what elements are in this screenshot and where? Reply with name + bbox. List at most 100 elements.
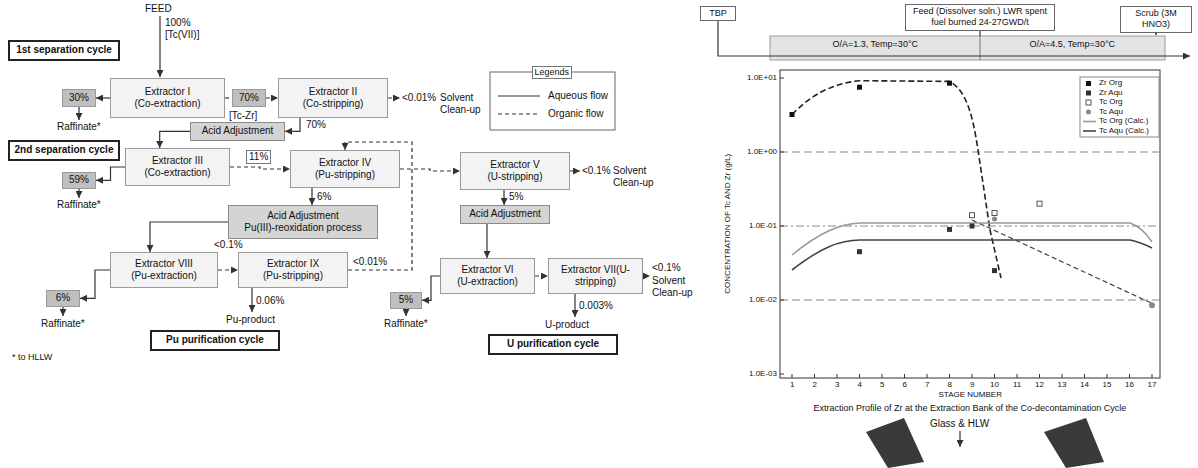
box-text: Extractor III — [152, 155, 203, 168]
extractor-box: Extractor VII(U-stripping) — [548, 258, 643, 294]
stream-label: Pu-product — [226, 314, 275, 326]
legend-text: Tc Aqu (Calc.) — [1099, 127, 1149, 136]
axis-title: CONCENTRATION OF Tc AND Zr (g/L) — [723, 154, 733, 294]
extractor-box: Extractor II(Co-stripping) — [278, 78, 388, 118]
zr-curve — [972, 220, 1152, 303]
solvent-line — [570, 170, 580, 171]
box-text: (Co-extraction) — [134, 98, 200, 111]
axis-tick: 1.0E-02 — [749, 295, 777, 305]
organic-flow-line — [225, 97, 232, 98]
aqueous-flow-line — [311, 188, 312, 205]
solvent-line — [388, 97, 400, 98]
percent-box: 59% — [62, 172, 96, 189]
solvent-line — [643, 275, 650, 276]
axis-tick: 13 — [1058, 380, 1067, 390]
legend-text: Aqueous flow — [548, 90, 608, 102]
feed-line — [159, 16, 160, 77]
stream-lines — [63, 16, 650, 317]
legend-text: Organic flow — [548, 108, 604, 120]
legend-text: Zr Org — [1099, 79, 1122, 88]
box-text: Acid Adjustment — [267, 210, 339, 223]
stream-label: U-product — [545, 319, 589, 331]
data-point — [992, 211, 997, 216]
box-text: Extractor VI — [461, 264, 513, 277]
axis-tick: 3 — [835, 380, 839, 390]
raffinate-line — [405, 308, 406, 316]
data-point — [947, 227, 952, 232]
footnote: * to HLLW — [12, 352, 52, 363]
extractor-box: Extractor I(Co-extraction) — [110, 78, 225, 118]
box-text: Scrub (3M HNO3) — [1124, 8, 1188, 31]
axis-ticks — [792, 374, 1152, 378]
extractor-box: Extractor VIII(Pu-extraction) — [110, 252, 218, 288]
feed-label: FEED — [145, 3, 172, 15]
box-text: Extractor V — [490, 159, 539, 172]
cycle-title-box: 1st separation cycle — [8, 40, 120, 61]
legend-sample — [1086, 100, 1091, 105]
box-text: 70% — [239, 92, 259, 105]
axis-tick: 1.0E-03 — [749, 369, 777, 379]
stream-label: Solvent Clean-up — [613, 165, 657, 189]
box-text: (Pu-stripping) — [315, 169, 375, 182]
axis-ticks — [780, 78, 784, 374]
flow-percent: <0.1% — [652, 262, 681, 274]
axis-tick: 7 — [925, 380, 929, 390]
glass-photo — [866, 418, 924, 468]
axis-tick: 2 — [813, 380, 817, 390]
species-label: [Tc-Zr] — [229, 110, 257, 122]
cycle-title-box: Pu purification cycle — [150, 330, 280, 351]
chart-frame — [780, 70, 1160, 378]
axis-tick: 1.0E-01 — [749, 221, 777, 231]
tc-aqu-points — [992, 217, 1155, 309]
box-text: 59% — [69, 174, 89, 187]
stream-label: Raffinate* — [41, 318, 85, 330]
legend-sample — [1086, 81, 1091, 86]
extractor-box: Extractor IX(Pu-stripping) — [238, 252, 348, 288]
grid-line — [780, 300, 1160, 301]
axis-tick: 15 — [1103, 380, 1112, 390]
flow-percent: <0.01% — [352, 256, 388, 268]
flow-percent: 100% — [165, 17, 191, 29]
tc-org-points — [970, 201, 1043, 218]
flow-percent: <0.1% — [582, 165, 611, 177]
organic-flow-line — [535, 275, 548, 276]
data-point — [1037, 201, 1042, 206]
box-text: Acid Adjustment — [202, 125, 274, 138]
axis-tick: 16 — [1125, 380, 1134, 390]
legend-box — [490, 72, 615, 130]
stream-box: Scrub (3M HNO3) — [1120, 6, 1192, 33]
data-point — [970, 213, 975, 218]
condition-label: O/A=1.3, Temp=30°C — [833, 39, 918, 50]
flow-percent: <0.01% — [402, 92, 436, 104]
box-text: Extractor I — [145, 86, 191, 99]
legend-sample — [1086, 110, 1091, 115]
legend-sample — [498, 113, 540, 114]
legend-sample — [498, 95, 540, 96]
extractor-box: Extractor VI(U-extraction) — [440, 258, 535, 294]
axis-tick: 1 — [790, 380, 794, 390]
flow-percent: 70% — [305, 119, 327, 131]
box-text: TBP — [709, 8, 727, 19]
stream-box: Feed (Dissolver soln.) LWR spent fuel bu… — [905, 4, 1055, 31]
stream-label: Solvent Clean-up — [652, 275, 696, 299]
axis-tick: 4 — [858, 380, 862, 390]
axis-tick: 10 — [990, 380, 999, 390]
stream-label: Raffinate* — [57, 121, 101, 133]
percent-box: 5% — [390, 292, 422, 309]
chart-legend-box — [1080, 77, 1159, 137]
legend-text: Tc Aqu — [1099, 108, 1123, 117]
percent-box: 70% — [232, 89, 266, 107]
organic-flow-line — [230, 167, 290, 169]
organic-flow-line — [218, 269, 238, 270]
box-text: Feed (Dissolver soln.) LWR spent fuel bu… — [909, 6, 1051, 29]
zr-curve — [792, 81, 1001, 278]
axis-tick: 12 — [1035, 380, 1044, 390]
box-text: Extractor IV — [319, 157, 371, 170]
stream-label: Solvent Clean-up — [440, 92, 484, 116]
feed-line — [979, 30, 980, 36]
box-text: 1st separation cycle — [16, 44, 112, 57]
flow-percent: 5% — [508, 191, 524, 203]
axis-tick: 14 — [1080, 380, 1089, 390]
